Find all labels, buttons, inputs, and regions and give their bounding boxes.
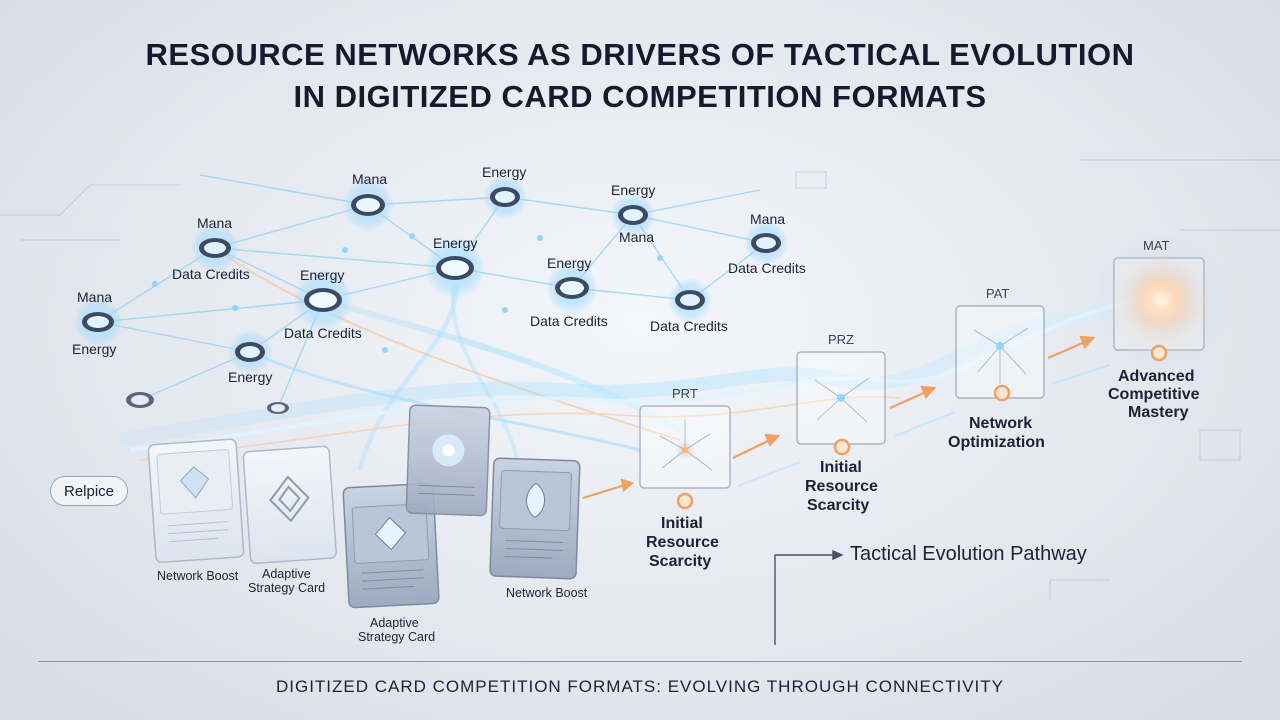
node-label: Energy bbox=[72, 341, 116, 357]
arrow-icon bbox=[889, 390, 927, 410]
card-label: Strategy Card bbox=[248, 581, 325, 595]
stage-code: MAT bbox=[1143, 238, 1170, 253]
footer-divider bbox=[38, 661, 1242, 662]
energy-streams bbox=[118, 247, 1164, 471]
node-label: Energy bbox=[300, 267, 344, 283]
network-node bbox=[425, 238, 485, 298]
arrow-icon bbox=[1047, 340, 1086, 360]
stage-box bbox=[796, 351, 886, 445]
stage-arrows bbox=[582, 335, 1096, 500]
card-emblem-icon bbox=[269, 475, 310, 523]
node-label: Data Credits bbox=[172, 266, 250, 282]
pathway-pointer bbox=[774, 549, 844, 645]
card-label: Network Boost bbox=[506, 586, 588, 600]
network-node bbox=[191, 224, 239, 272]
stage-label: Resource bbox=[646, 534, 719, 551]
node-label: Mana bbox=[619, 229, 654, 245]
node-label: Data Credits bbox=[530, 313, 608, 329]
cards: Network Boost Adaptive Strategy Card Ada… bbox=[147, 404, 588, 644]
title-line-2: IN DIGITIZED CARD COMPETITION FORMATS bbox=[293, 79, 987, 114]
card-network-boost-1 bbox=[147, 438, 245, 564]
node-label: Mana bbox=[197, 215, 232, 231]
replace-button[interactable]: Relpice bbox=[50, 476, 128, 506]
card-label: Adaptive bbox=[262, 567, 311, 581]
node-label: Mana bbox=[750, 211, 785, 227]
evolution-stages: PRT PRZ PAT MAT Initial Resource Scarcit… bbox=[582, 232, 1230, 570]
card-adaptive-strategy-1 bbox=[242, 445, 337, 565]
stage-label: Optimization bbox=[948, 434, 1045, 451]
stage-label: Initial bbox=[820, 459, 862, 476]
stage-label: Resource bbox=[805, 478, 878, 495]
card-network-boost-2 bbox=[489, 457, 581, 580]
network-node bbox=[126, 392, 154, 408]
node-label: Energy bbox=[482, 164, 526, 180]
stage-label: Advanced bbox=[1118, 368, 1194, 385]
node-label: Energy bbox=[433, 235, 477, 251]
network-node bbox=[668, 278, 712, 322]
stage-markers bbox=[676, 344, 1168, 510]
node-label: Data Credits bbox=[650, 318, 728, 334]
card-adaptive-strategy-2 bbox=[342, 482, 440, 609]
arrow-icon bbox=[832, 549, 844, 561]
card-network-boost-glow bbox=[405, 404, 491, 517]
title-line-1: RESOURCE NETWORKS AS DRIVERS OF TACTICAL… bbox=[145, 37, 1135, 72]
page-title: RESOURCE NETWORKS AS DRIVERS OF TACTICAL… bbox=[0, 34, 1280, 118]
stage-box bbox=[639, 405, 731, 489]
card-emblem-icon bbox=[526, 482, 546, 519]
stage-label: Mastery bbox=[1128, 404, 1189, 421]
card-label: Adaptive bbox=[370, 616, 419, 630]
network-node bbox=[611, 193, 655, 237]
network-links bbox=[97, 174, 767, 409]
node-label: Data Credits bbox=[728, 260, 806, 276]
card-label: Strategy Card bbox=[358, 630, 435, 644]
network-node bbox=[228, 330, 272, 374]
network-node bbox=[74, 298, 122, 346]
stage-label: Network bbox=[969, 415, 1032, 432]
node-label: Energy bbox=[547, 255, 591, 271]
node-label: Energy bbox=[611, 182, 655, 198]
stage-label: Initial bbox=[661, 515, 703, 532]
stage-box bbox=[955, 305, 1045, 399]
card-emblem-icon bbox=[374, 516, 407, 551]
network-node bbox=[267, 402, 289, 414]
stage-label: Scarcity bbox=[649, 553, 711, 570]
arrow-icon bbox=[732, 439, 771, 459]
stage-label: Scarcity bbox=[807, 497, 869, 514]
network-node bbox=[483, 175, 527, 219]
network-node bbox=[342, 179, 394, 231]
card-label: Network Boost bbox=[157, 569, 239, 583]
stage-code: PAT bbox=[986, 286, 1009, 301]
stage-code: PRZ bbox=[828, 332, 854, 347]
footer-caption: DIGITIZED CARD COMPETITION FORMATS: EVOL… bbox=[275, 677, 1005, 696]
node-label: Data Credits bbox=[284, 325, 362, 341]
card-emblem-icon bbox=[179, 466, 210, 499]
stage-label: Competitive bbox=[1108, 386, 1200, 403]
background-decoration bbox=[0, 159, 1280, 600]
network-nodes bbox=[74, 175, 788, 414]
node-labels: Mana Energy Mana Data Credits Mana Energ… bbox=[72, 164, 806, 385]
network-node bbox=[293, 270, 353, 330]
node-label: Mana bbox=[352, 171, 387, 187]
node-label: Energy bbox=[228, 369, 272, 385]
pathway-label: Tactical Evolution Pathway bbox=[850, 543, 1087, 565]
node-label: Mana bbox=[77, 289, 112, 305]
stage-code: PRT bbox=[672, 386, 698, 401]
arrow-icon bbox=[582, 483, 626, 500]
network-node bbox=[744, 221, 788, 265]
network-node bbox=[546, 262, 598, 314]
